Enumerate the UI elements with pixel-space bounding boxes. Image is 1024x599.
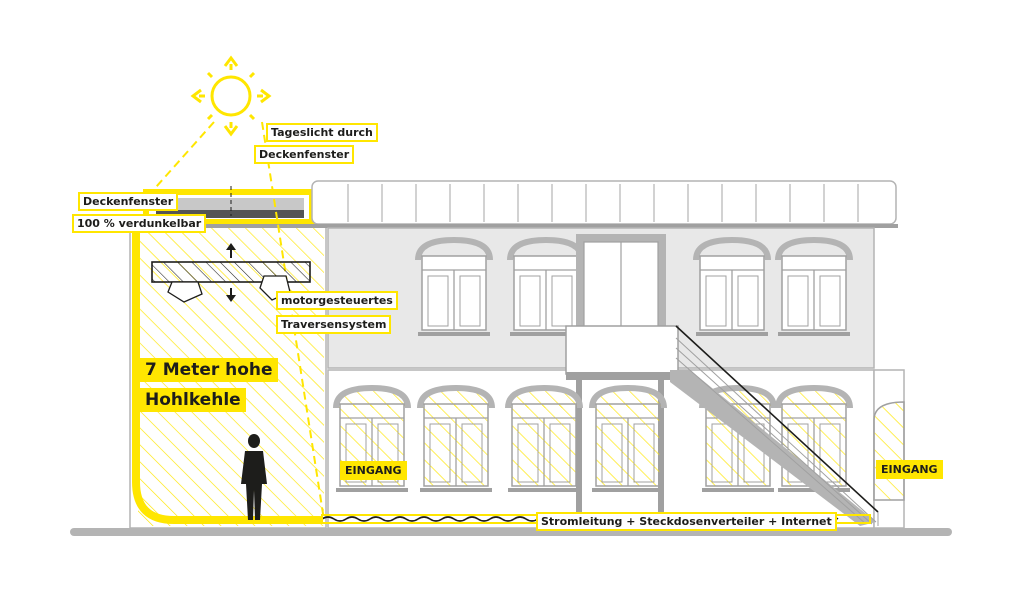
label-cove-line1: 7 Meter hohe (140, 358, 278, 382)
arrow-down-icon (226, 288, 236, 302)
main-roof (311, 180, 897, 225)
entrance-door-right (873, 401, 905, 501)
arrow-up-icon (226, 243, 236, 258)
label-power: Stromleitung + Steckdosenverteiler + Int… (536, 512, 837, 531)
label-truss-line2: Traversensystem (276, 315, 392, 334)
balcony-pillar (658, 380, 664, 528)
cove-outline (132, 226, 322, 524)
person-silhouette-icon (241, 434, 267, 520)
staircase (670, 370, 876, 526)
light-beam-left (147, 121, 215, 197)
label-daylight-line1: Tageslicht durch (266, 123, 378, 142)
balcony-pillar (576, 380, 582, 528)
ground-window (420, 388, 492, 492)
label-entrance-right: EINGANG (876, 460, 943, 479)
roof-ribs (347, 184, 859, 222)
label-skylight-line2: 100 % verdunkelbar (72, 214, 207, 233)
skylight-glass (156, 198, 304, 210)
sun-icon (190, 55, 272, 137)
label-daylight-line2: Deckenfenster (254, 145, 355, 164)
skylight-shade (156, 210, 304, 218)
ground-window (592, 388, 664, 492)
label-cove-line2: Hohlkehle (140, 388, 246, 412)
label-truss-line1: motorgesteuertes (276, 291, 398, 310)
truss-spotlight (167, 281, 203, 303)
balcony-slab (565, 325, 679, 375)
ground-window (508, 388, 580, 492)
label-entrance-left: EINGANG (340, 461, 407, 480)
label-skylight-line1: Deckenfenster (78, 192, 179, 211)
stair-railing (675, 325, 879, 513)
